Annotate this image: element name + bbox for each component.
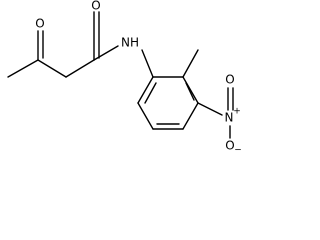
ketone-oxygen-label: O: [35, 17, 44, 31]
ring-double-3: [144, 82, 157, 104]
ring-double-1: [185, 82, 195, 101]
ring-bond-2: [182, 76, 199, 104]
amide-oxygen-label: O: [91, 0, 100, 13]
ring-bond-5: [137, 102, 154, 130]
bond-ch2-amide: [65, 59, 95, 78]
nitro-oxygen-charge: −: [234, 146, 242, 156]
ring-bond-3: [182, 102, 199, 130]
nitro-nitrogen-charge: +: [233, 107, 241, 117]
chemical-structure: O O NH N + O O −: [7, 0, 242, 156]
bond-methyl-ketone: [7, 59, 39, 78]
bond-n-ring: [141, 49, 154, 78]
bond-amide-n: [93, 45, 119, 61]
nitro-oxygen-bottom-label: O: [225, 139, 234, 153]
bond-ketone-ch2: [37, 59, 67, 78]
amide-nh-label: NH: [121, 36, 139, 50]
bond-ring-nitro: [197, 102, 223, 116]
bond-ring-methyl: [182, 49, 199, 78]
ring-bond-6: [137, 76, 154, 104]
nitro-nitrogen-label: N: [225, 111, 234, 125]
nitro-oxygen-top-label: O: [225, 73, 234, 87]
